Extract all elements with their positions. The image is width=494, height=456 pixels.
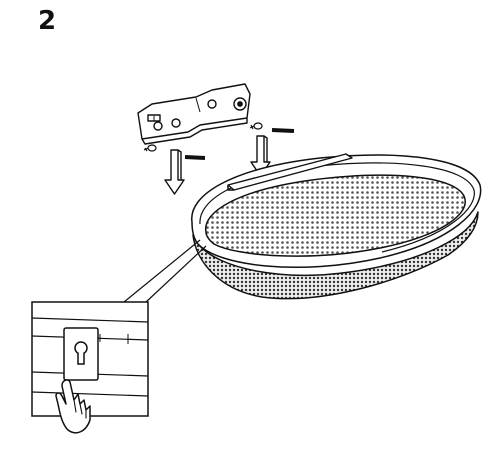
pointing-hand-icon xyxy=(55,379,91,434)
detail-callout-icon xyxy=(123,239,207,303)
screw-icon xyxy=(249,122,263,130)
keyhole-slot-icon xyxy=(63,327,99,381)
screw-icon xyxy=(143,144,157,152)
step-number: 2 xyxy=(38,6,57,36)
wall-bracket-icon xyxy=(137,83,251,145)
basket-icon xyxy=(191,153,482,300)
down-arrow-icon xyxy=(164,149,206,195)
